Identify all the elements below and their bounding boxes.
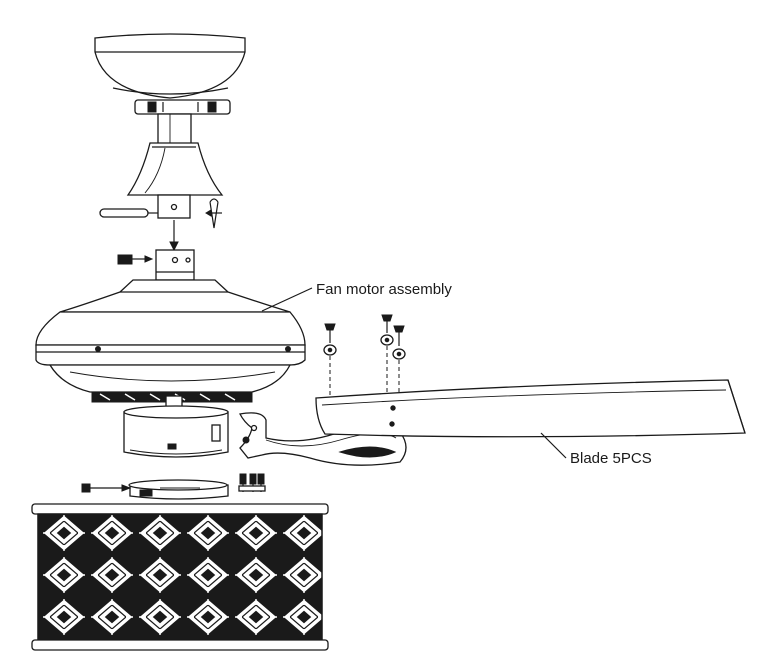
motor-shaft-top xyxy=(155,249,195,281)
fan-blade xyxy=(315,379,746,438)
cotter-pin xyxy=(205,198,222,229)
blade-label: Blade 5PCS xyxy=(570,450,652,467)
blade-arm xyxy=(239,412,407,466)
light-kit-plate xyxy=(128,479,229,500)
canopy-cover xyxy=(126,142,224,196)
blade-screws xyxy=(323,314,406,398)
plate-screw xyxy=(81,483,132,493)
set-screw xyxy=(117,254,154,265)
down-arrow xyxy=(169,220,179,252)
blade-callout: Blade 5PCS xyxy=(540,432,652,467)
lattice-light-shade xyxy=(31,503,329,651)
mounting-bracket xyxy=(134,99,231,115)
fan-motor-housing xyxy=(35,279,306,403)
clevis-pin xyxy=(99,208,158,218)
fan-motor-assembly-label: Fan motor assembly xyxy=(316,281,452,298)
motor-callout: Fan motor assembly xyxy=(261,281,452,312)
blade-arm-screws xyxy=(238,473,266,492)
downrod-coupling xyxy=(157,194,191,219)
ceiling-canopy xyxy=(94,33,246,99)
switch-housing xyxy=(123,395,229,458)
downrod xyxy=(157,113,192,149)
